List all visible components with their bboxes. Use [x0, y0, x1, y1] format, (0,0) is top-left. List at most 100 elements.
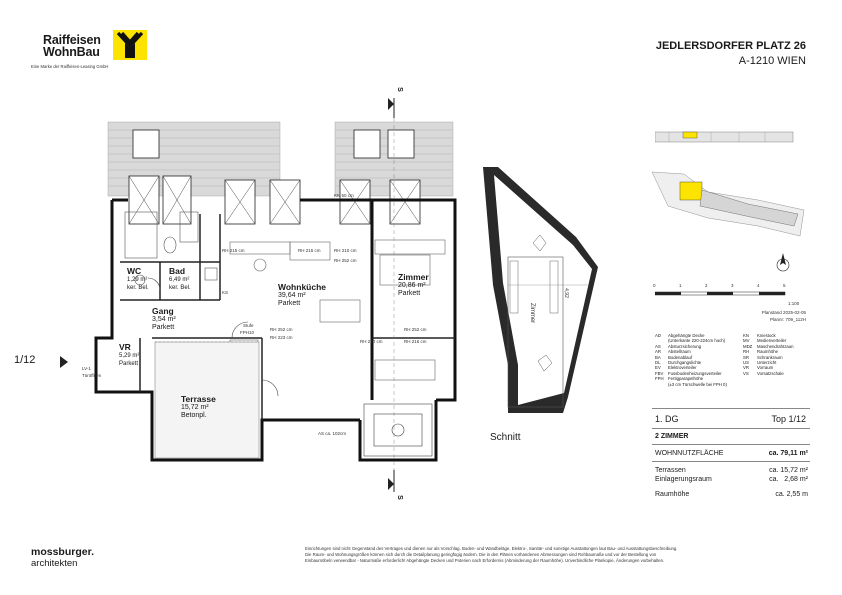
room-area: 6,49 m² — [169, 277, 190, 283]
dim-rh252a: RH 252 cm — [334, 258, 357, 263]
scale-tick: 5 — [783, 283, 786, 288]
room-floor: ker. Bel. — [169, 285, 191, 291]
room-name: WC — [127, 266, 142, 276]
terrassen-value: ca. 15,72 m² — [769, 467, 808, 474]
room-name: Zimmer — [398, 272, 429, 282]
raumhoehe-value: ca. 2,55 m — [775, 491, 808, 498]
wnf-row: WOHNNUTZFLÄCHE ca. 79,11 m² — [655, 449, 808, 458]
terrassen-label: Terrassen — [655, 467, 686, 474]
raumhoehe-label: Raumhöhe — [655, 491, 690, 498]
divider — [652, 408, 810, 409]
scale-unit: 1:100 — [788, 301, 800, 306]
room-bad: Bad 6,49 m² ker. Bel. — [169, 266, 191, 292]
room-area: 1,29 m² — [127, 277, 148, 283]
room-area: 3,54 m² — [152, 316, 176, 323]
section-label-dim: 4,92 — [562, 288, 569, 298]
disclaimer-line: Einbaumöbeln verwendbar - Naturmaße erfo… — [305, 558, 665, 563]
room-floor: Parkett — [398, 290, 421, 297]
room-floor: Parkett — [152, 324, 175, 331]
room-floor: Parkett — [278, 300, 301, 307]
disclaimer-line: Einrichtungen sind nicht Gegenstand des … — [305, 546, 678, 551]
dim-rh252c: RH 252 cm — [404, 327, 427, 332]
address-city: A-1210 WIEN — [738, 55, 806, 67]
architect-name: mossburger. — [31, 546, 95, 558]
north-arrow-icon — [776, 253, 790, 272]
room-wohnkueche: Wohnküche 39,64 m² Parkett — [278, 282, 326, 308]
divider — [652, 428, 810, 429]
brand-name-line1: Raiffeisen — [43, 33, 101, 47]
room-name: Wohnküche — [278, 282, 327, 292]
section-label-zimmer: Zimmer — [529, 302, 536, 324]
legend-row: (Unterkante 220-224cm hoch) — [668, 338, 726, 344]
room-area: 5,29 m² — [119, 353, 140, 359]
room-zimmer: Zimmer 20,86 m² Parkett — [398, 272, 429, 298]
room-area: 15,72 m² — [181, 404, 209, 411]
section-drawing — [483, 167, 598, 413]
room-vr: VR 5,29 m² Parkett — [119, 342, 139, 368]
room-area: 39,64 m² — [278, 292, 306, 299]
dim-rh210: RH 210 cm — [334, 248, 357, 253]
floor-plan — [60, 98, 457, 492]
entry-arrow-icon — [60, 356, 68, 368]
unit-type: 2 ZIMMER — [655, 433, 689, 440]
room-terrasse: Terrasse 15,72 m² Betonpl. — [181, 394, 216, 420]
dim-rh252b: RH 252 cm — [270, 327, 293, 332]
raumhoehe-row: Raumhöhe ca. 2,55 m — [655, 490, 808, 499]
dim-kn: KN 50 cm — [334, 193, 354, 198]
room-name: Bad — [169, 266, 186, 276]
room-gang: Gang 3,54 m² Parkett — [152, 306, 176, 332]
unit-label: 1/12 — [14, 354, 36, 366]
brand-logo: Raiffeisen WohnBau Eine Marke der Raiffe… — [31, 28, 156, 74]
scale-tick: 1 — [679, 283, 682, 288]
top-label: Top 1/12 — [771, 414, 806, 424]
dim-lv: LV-1 — [82, 366, 91, 371]
room-floor: Parkett — [119, 361, 139, 367]
brand-name-line2: WohnBau — [43, 45, 100, 59]
scale-tick: 0 — [653, 283, 656, 288]
dim-fph: FPH10 — [240, 330, 255, 335]
scale-tick: 2 — [705, 283, 708, 288]
dim-stufe: Stufe — [243, 323, 254, 328]
room-floor: ker. Bel. — [127, 285, 149, 291]
raiffeisen-gable-icon — [113, 30, 147, 60]
disclaimer-line: Die Raum- und Wohnungsgrößen können sich… — [305, 552, 657, 557]
einlag-row: Einlagerungsraum ca. 2,68 m² — [655, 475, 808, 484]
dim-rh215a: RH 215 cm — [222, 248, 245, 253]
room-name: Terrasse — [181, 394, 216, 404]
plan-number: Plannr: 709_112H — [770, 317, 806, 322]
terrassen-row: Terrassen ca. 15,72 m² — [655, 466, 808, 475]
room-floor: Betonpl. — [181, 412, 207, 419]
dim-ks: KS — [222, 290, 229, 295]
dim-rh216: RH 216 cm — [404, 339, 427, 344]
wnf-value: ca. 79,11 m² — [768, 450, 808, 457]
dim-rh210b: RH 210 cm — [360, 339, 383, 344]
room-wc: WC 1,29 m² ker. Bel. — [127, 266, 149, 292]
site-elevation-mini — [655, 131, 794, 143]
dim-as: AS ca. 102cm — [318, 431, 347, 436]
section-title: Schnitt — [490, 432, 521, 443]
disclaimer: Einrichtungen sind nicht Gegenstand des … — [305, 546, 805, 564]
architect-sub: architekten — [31, 558, 78, 569]
section-label-fbok: FBOK — [503, 338, 510, 352]
address-street: JEDLERSDORFER PLATZ 26 — [655, 40, 806, 52]
section-marker-bottom-label: S — [395, 495, 403, 500]
section-marker-bottom — [388, 470, 395, 492]
scale-tick: 4 — [757, 283, 760, 288]
wnf-label: WOHNNUTZFLÄCHE — [655, 450, 724, 457]
divider — [652, 461, 810, 462]
